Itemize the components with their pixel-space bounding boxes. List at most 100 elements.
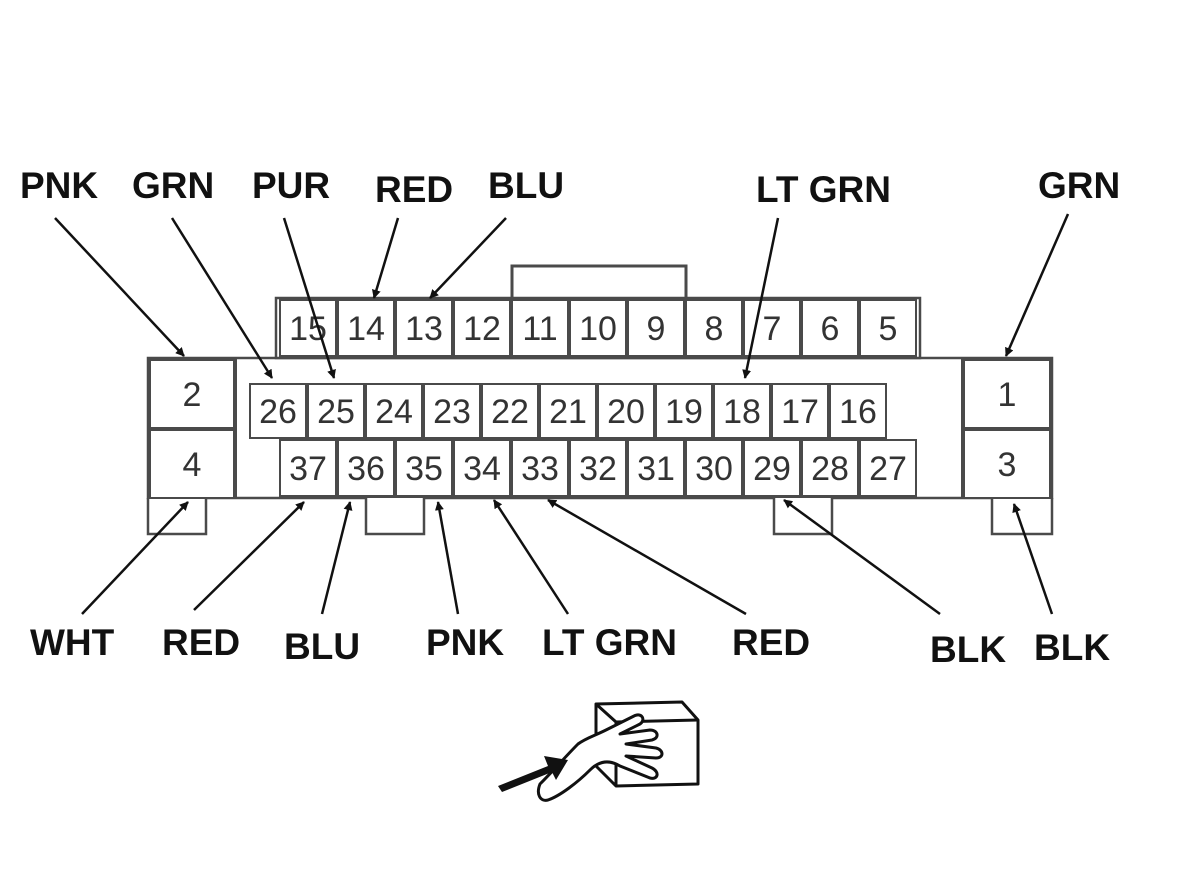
pin-3-cell [963,429,1051,499]
pin-8-number: 8 [705,310,724,348]
leader-blu-pin36 [320,501,353,615]
pin-34-number: 34 [463,450,501,488]
pin-35-cell [395,439,453,497]
wire-label-pin29: BLK [930,629,1006,670]
pin-22-number: 22 [491,393,529,431]
pin-27-number: 27 [869,450,907,488]
pin-32-number: 32 [579,450,617,488]
leader-ltgrn-pin34 [492,499,570,615]
pin-1-cell [963,359,1051,429]
pin-32-cell [569,439,627,497]
wire-label-pin2: PNK [20,165,98,206]
wire-labels-top: PNK GRN PUR RED BLU LT GRN GRN [20,165,1120,210]
pin-15-cell [279,299,337,357]
leader-grn-pin26 [170,217,274,379]
pin-1-number: 1 [998,376,1017,414]
pin-13-cell [395,299,453,357]
pin-20-cell [597,383,655,439]
leader-ltgrn-pin18 [742,217,780,379]
wire-label-pin18: LT GRN [756,169,891,210]
pin-25-cell [307,383,365,439]
wire-label-pin34: LT GRN [542,622,677,663]
leader-wht-pin4 [81,501,189,615]
leader-red-pin37 [193,501,305,611]
pin-24-number: 24 [375,393,413,431]
pin-4-number: 4 [183,446,202,484]
wire-label-pin35: PNK [426,622,504,663]
pin-4-cell [149,429,235,499]
pin-34-cell [453,439,511,497]
pin-36-cell [337,439,395,497]
pin-17-number: 17 [781,393,819,431]
wire-label-pin37: RED [162,622,240,663]
pin-10-number: 10 [579,310,617,348]
leader-pur-pin25 [282,217,336,379]
pin-31-cell [627,439,685,497]
pin-28-number: 28 [811,450,849,488]
pin-21-number: 21 [549,393,587,431]
pin-37-number: 37 [289,450,327,488]
pin-11-cell [511,299,569,357]
pin-21-cell [539,383,597,439]
pin-20-number: 20 [607,393,645,431]
pin-26-cell [249,383,307,439]
pin-6-cell [801,299,859,357]
pin-29-cell [743,439,801,497]
pin-35-number: 35 [405,450,443,488]
pin-17-cell [771,383,829,439]
leader-red-pin33 [547,498,747,616]
pin-19-cell [655,383,713,439]
leader-red-pin14 [372,217,400,299]
pin-33-cell [511,439,569,497]
pin-29-number: 29 [753,450,791,488]
pin-14-cell [337,299,395,357]
pin-16-number: 16 [839,393,877,431]
pin-36-number: 36 [347,450,385,488]
pin-5-number: 5 [879,310,898,348]
pin-6-number: 6 [821,310,840,348]
pin-14-number: 14 [347,310,385,348]
pin-12-number: 12 [463,310,501,348]
pin-19-number: 19 [665,393,703,431]
pin-18-number: 18 [723,393,761,431]
pin-12-cell [453,299,511,357]
pin-30-number: 30 [695,450,733,488]
wire-label-pin3: BLK [1034,627,1110,668]
pin-33-number: 33 [521,450,559,488]
wire-label-pin25: PUR [252,165,330,206]
wire-label-pin13: BLU [488,165,564,206]
pin-16-cell [829,383,887,439]
pin-23-cell [423,383,481,439]
pin-8-cell [685,299,743,357]
pin-28-cell [801,439,859,497]
pin-9-number: 9 [647,310,666,348]
wire-label-pin33: RED [732,622,810,663]
pin-26-number: 26 [259,393,297,431]
pin-18-cell [713,383,771,439]
wire-label-pin36: BLU [284,626,360,667]
pin-25-number: 25 [317,393,355,431]
hand-pressing-connector-icon [498,700,700,802]
pin-10-cell [569,299,627,357]
pin-30-cell [685,439,743,497]
pin-31-number: 31 [637,450,675,488]
leader-pnk-pin2 [54,217,185,357]
wire-labels-bottom: WHT RED BLU PNK LT GRN RED BLK BLK [30,622,1110,670]
wire-label-pin4: WHT [30,622,115,663]
leader-lines [54,213,1070,616]
pin-2-cell [149,359,235,429]
pin-7-number: 7 [763,310,782,348]
pin-15-number: 15 [289,310,327,348]
wire-label-pin1: GRN [1038,165,1120,206]
wire-label-pin26: GRN [132,165,214,206]
pin-37-cell [279,439,337,497]
pin-9-cell [627,299,685,357]
pin-11-number: 11 [522,310,557,348]
leader-blu-pin13 [429,217,507,299]
pin-5-cell [859,299,917,357]
pin-24-cell [365,383,423,439]
leader-pnk-pin35 [434,501,460,615]
pin-2-number: 2 [183,376,202,414]
